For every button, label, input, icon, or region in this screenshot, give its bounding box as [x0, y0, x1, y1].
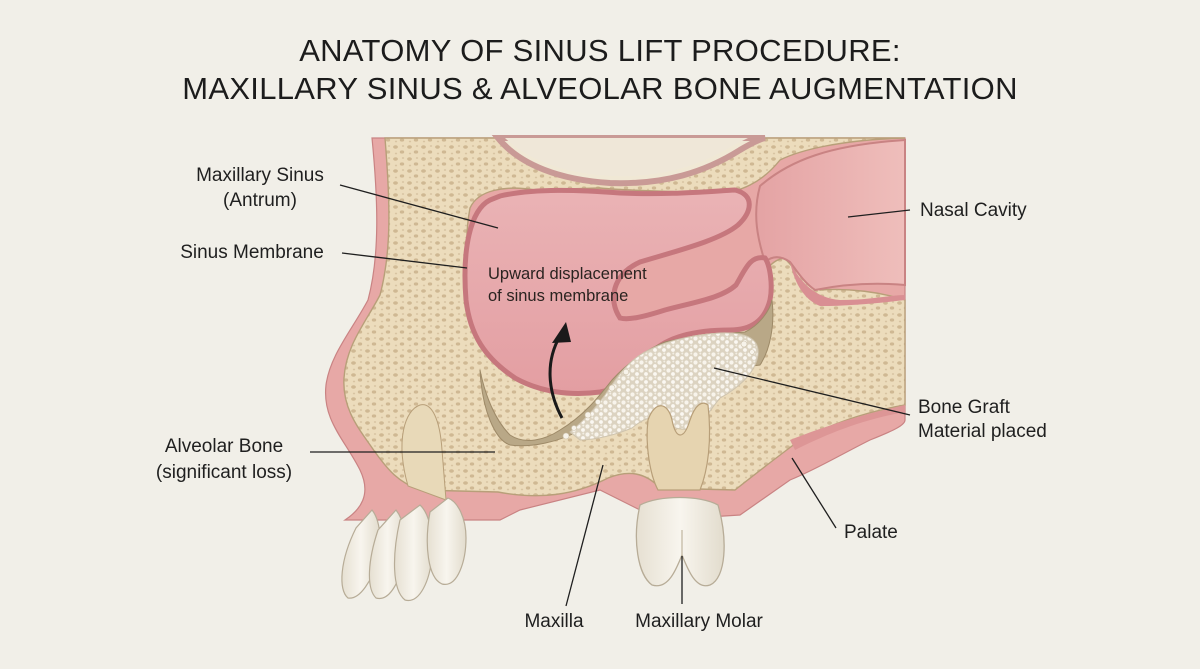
label-of-sinus-membrane: of sinus membrane [488, 287, 628, 305]
label-upward-displacement: Upward displacement [488, 265, 647, 283]
leader-lines [310, 184, 911, 607]
label-palate: Palate [844, 522, 898, 543]
maxillary-molar [635, 402, 725, 587]
label-maxillary-sinus: Maxillary Sinus [196, 165, 324, 186]
graft-scatter [562, 340, 755, 440]
palate-mucosa [790, 262, 905, 306]
title-line-2: MAXILLARY SINUS & ALVEOLAR BONE AUGMENTA… [182, 71, 1018, 106]
label-bone-graft: Bone Graft [918, 397, 1011, 418]
anterior-teeth [341, 404, 467, 601]
bone-graft-mass [569, 332, 759, 441]
label-maxilla: Maxilla [524, 611, 584, 632]
displacement-arrow [548, 335, 564, 419]
label-sinus-membrane: Sinus Membrane [180, 242, 324, 263]
title-line-1: ANATOMY OF SINUS LIFT PROCEDURE: [299, 33, 901, 68]
arrowhead [552, 322, 571, 343]
maxillary-sinus [462, 187, 774, 396]
label-maxillary-molar: Maxillary Molar [635, 611, 763, 632]
label-material-placed: Material placed [918, 421, 1047, 442]
label-nasal-cavity: Nasal Cavity [920, 200, 1027, 221]
label-alveolar-bone: Alveolar Bone [165, 436, 283, 457]
label-alveolar-bone-loss: (significant loss) [156, 462, 292, 483]
label-antrum: (Antrum) [223, 190, 297, 211]
